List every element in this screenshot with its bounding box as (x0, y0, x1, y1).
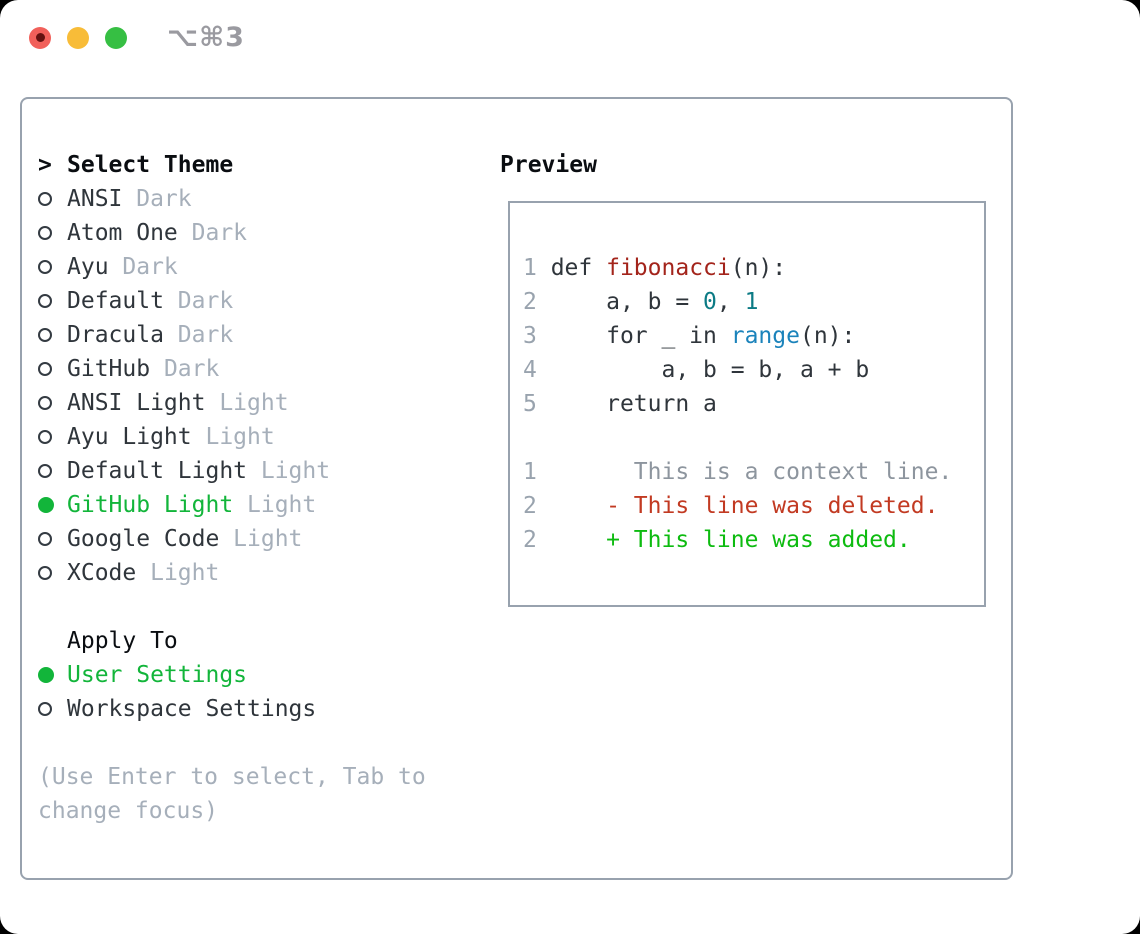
theme-option-atom-one[interactable]: Atom One Dark (38, 216, 426, 250)
radio-icon (38, 362, 52, 376)
marker-blank (38, 624, 67, 658)
radio-icon (38, 226, 52, 240)
theme-variant: Dark (177, 322, 234, 348)
theme-name: Google Code (67, 526, 220, 552)
radio-icon (38, 532, 52, 546)
theme-name: Atom One (67, 220, 178, 246)
theme-variant: Light (260, 458, 331, 484)
code-line: 4 a, b = b, a + b (523, 357, 870, 383)
theme-name: Ayu (67, 254, 109, 280)
theme-name: XCode (67, 560, 137, 586)
radio-icon (38, 430, 52, 444)
apply-option-workspace-settings[interactable]: Workspace Settings (38, 692, 426, 726)
theme-variant: Dark (163, 356, 220, 382)
radio-icon (38, 464, 52, 478)
apply-to-header: Apply To (38, 624, 426, 658)
theme-option-default[interactable]: Default Dark (38, 284, 426, 318)
titlebar: ⌥⌘3 (29, 22, 245, 53)
theme-option-default-light[interactable]: Default Light Light (38, 454, 426, 488)
cursor-arrow-icon: > (38, 152, 52, 178)
radio-icon (38, 260, 52, 274)
minimize-button[interactable] (67, 26, 89, 49)
code-preview: 1 def fibonacci(n): 2 a, b = 0, 1 3 for _ … (510, 203, 984, 557)
theme-option-ayu-light[interactable]: Ayu Light Light (38, 420, 426, 454)
theme-variant: Dark (136, 186, 192, 212)
radio-icon (38, 328, 52, 342)
theme-variant: Light (205, 424, 275, 450)
theme-variant: Light (247, 492, 317, 518)
preview-title: Preview (500, 152, 597, 178)
theme-option-ayu[interactable]: Ayu Dark (38, 250, 426, 284)
radio-icon (38, 702, 52, 716)
radio-icon (38, 192, 52, 206)
select-theme-title: Select Theme (67, 152, 234, 178)
close-dot-icon (35, 33, 45, 42)
theme-variant: Dark (122, 254, 178, 280)
radio-icon (38, 294, 52, 308)
apply-option-label: Workspace Settings (67, 696, 317, 722)
theme-option-github[interactable]: GitHub Dark (38, 352, 426, 386)
radio-selected-icon (38, 497, 54, 513)
preview-box: 1 def fibonacci(n): 2 a, b = 0, 1 3 for _ … (508, 201, 986, 607)
radio-icon (38, 566, 52, 580)
theme-variant: Dark (177, 288, 234, 314)
code-line: 2 + This line was added. (523, 527, 911, 553)
apply-option-user-settings[interactable]: User Settings (38, 658, 426, 692)
maximize-button[interactable] (105, 26, 127, 49)
spacer (38, 590, 426, 624)
theme-name: Default (67, 288, 164, 314)
code-line: 1 This is a context line. (523, 459, 953, 485)
code-line: 2 - This line was deleted. (523, 493, 939, 519)
theme-name: GitHub (67, 356, 151, 382)
theme-option-dracula[interactable]: Dracula Dark (38, 318, 426, 352)
theme-name: GitHub Light (67, 492, 234, 518)
keyboard-hint: (Use Enter to select, Tab to change focu… (38, 764, 426, 824)
theme-variant: Light (219, 390, 289, 416)
theme-name: ANSI Light (67, 390, 206, 416)
theme-name: Default Light (67, 458, 248, 484)
apply-option-label: User Settings (67, 662, 248, 688)
code-line (523, 421, 984, 455)
theme-option-ansi-light[interactable]: ANSI Light Light (38, 386, 426, 420)
apply-to-title: Apply To (67, 628, 178, 654)
radio-selected-icon (38, 667, 54, 683)
close-button[interactable] (29, 26, 51, 49)
code-line: 1 def fibonacci(n): (523, 255, 787, 281)
theme-option-ansi[interactable]: ANSI Dark (38, 182, 426, 216)
window-title: ⌥⌘3 (167, 22, 245, 53)
theme-name: Dracula (67, 322, 164, 348)
theme-name: ANSI (67, 186, 123, 212)
code-line: 3 for _ in range(n): (523, 323, 856, 349)
spacer (38, 726, 426, 760)
theme-variant: Light (150, 560, 220, 586)
theme-variant: Dark (191, 220, 248, 246)
theme-option-google-code[interactable]: Google Code Light (38, 522, 426, 556)
theme-option-github-light[interactable]: GitHub Light Light (38, 488, 426, 522)
theme-variant: Light (233, 526, 303, 552)
code-line: 5 return a (523, 391, 717, 417)
select-theme-header: > Select Theme (38, 148, 426, 182)
theme-option-xcode[interactable]: XCode Light (38, 556, 426, 590)
code-line: 2 a, b = 0, 1 (523, 289, 759, 315)
radio-icon (38, 396, 52, 410)
theme-name: Ayu Light (67, 424, 192, 450)
